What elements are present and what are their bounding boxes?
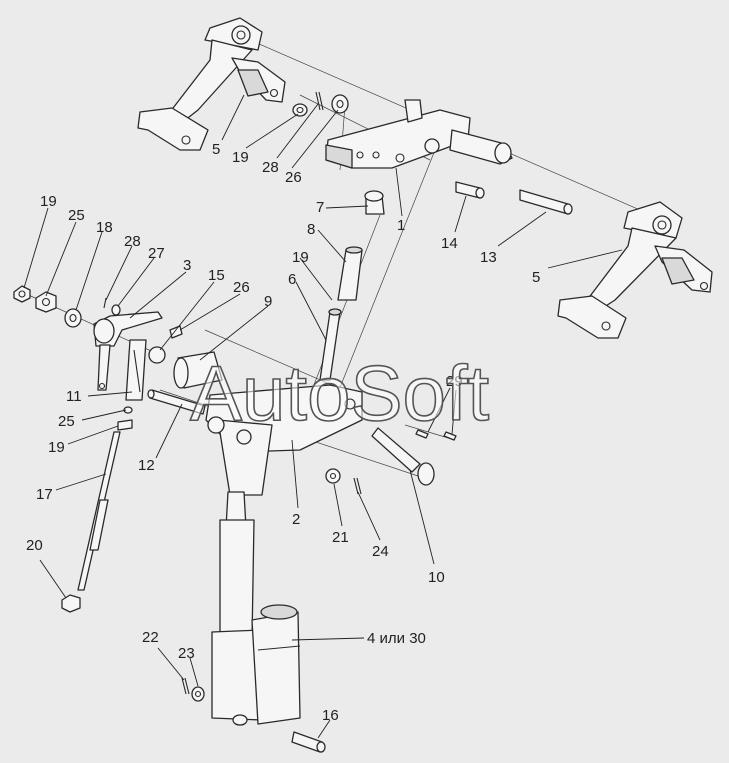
callout-20: 25 [58, 413, 75, 430]
washer-24 [111, 304, 121, 316]
callout-12: 16 [322, 707, 339, 724]
nut-19-top [13, 285, 31, 303]
pins-29 [415, 429, 457, 441]
callout-18: 17 [36, 486, 53, 503]
callout-labels: 5 19 28 26 1 7 8 14 13 5 19 6 19 25 18 2… [26, 141, 540, 724]
callout-29: 29 [446, 373, 463, 390]
callout-27: 28 [124, 233, 141, 250]
pin-23 [169, 325, 183, 339]
callout-14: 13 [480, 249, 497, 266]
washer-17 [64, 308, 82, 328]
callout-3: 3 [183, 257, 191, 274]
callout-28-top: 28 [262, 159, 279, 176]
nut-21 [35, 291, 57, 313]
callout-9: 9 [264, 293, 272, 310]
callout-11: 11 [66, 388, 82, 405]
watermark: AutoSoft [190, 349, 490, 437]
bolt-10 [371, 427, 435, 486]
washer-26-top [331, 94, 349, 114]
callout-7: 7 [316, 199, 324, 216]
nut-19-mid [117, 419, 133, 431]
nut-19-bottom [61, 594, 81, 613]
callout-19-mid: 19 [48, 439, 65, 456]
callout-13: 12 [138, 457, 155, 474]
rod-13 [147, 389, 206, 415]
callout-19-top-left: 19 [40, 193, 57, 210]
callout-26-top: 26 [285, 169, 302, 186]
sleeve-9 [173, 351, 223, 389]
clevis-11 [125, 339, 147, 401]
rod-6 [319, 308, 342, 381]
callout-25-mid: 21 [332, 529, 349, 546]
callout-26-bottom: 22 [142, 629, 159, 646]
callout-17: 18 [96, 219, 113, 236]
threaded-rod-18 [77, 431, 121, 591]
callout-4-or-30: 4 или 30 [367, 630, 426, 647]
callout-25-bottom: 23 [178, 645, 195, 662]
bracket-5-left [137, 17, 286, 151]
washer-25-mid [325, 468, 341, 484]
pin-27 [103, 297, 107, 309]
tube-8 [337, 246, 363, 301]
bushing-7 [364, 190, 385, 215]
pin-15 [455, 181, 485, 199]
callout-23: 26 [233, 279, 250, 296]
callout-5-right: 5 [532, 269, 540, 286]
bracket-5-right [557, 201, 713, 339]
callout-5-left: 5 [212, 141, 220, 158]
callout-19-rod: 19 [292, 249, 309, 266]
cotter-pin-28-top [315, 91, 324, 111]
callout-22: 19 [232, 149, 249, 166]
washer-25-bottom [191, 686, 205, 702]
lever-arm-2 [205, 384, 363, 496]
callout-8: 8 [307, 221, 315, 238]
callout-19-bottom: 20 [26, 537, 43, 554]
crossbeam-1 [325, 99, 513, 169]
pin-12 [291, 731, 326, 753]
cotter-pin-26-bottom [181, 677, 190, 695]
actuator-4-or-30 [211, 491, 301, 726]
callout-28-mid: 24 [372, 543, 389, 560]
callout-10: 10 [428, 569, 445, 586]
ring-22 [292, 103, 308, 117]
callout-15: 14 [441, 235, 458, 252]
callout-6: 6 [288, 271, 296, 288]
callout-2: 2 [292, 511, 300, 528]
callout-16: 15 [208, 267, 225, 284]
pin-14 [519, 189, 573, 215]
callout-24: 27 [148, 245, 165, 262]
cotter-pin-28-mid [353, 477, 362, 495]
callout-21: 25 [68, 207, 85, 224]
bushing-16 [148, 346, 166, 364]
lever-3 [93, 311, 163, 391]
leader-lines [23, 94, 623, 739]
callout-1: 1 [397, 217, 405, 234]
